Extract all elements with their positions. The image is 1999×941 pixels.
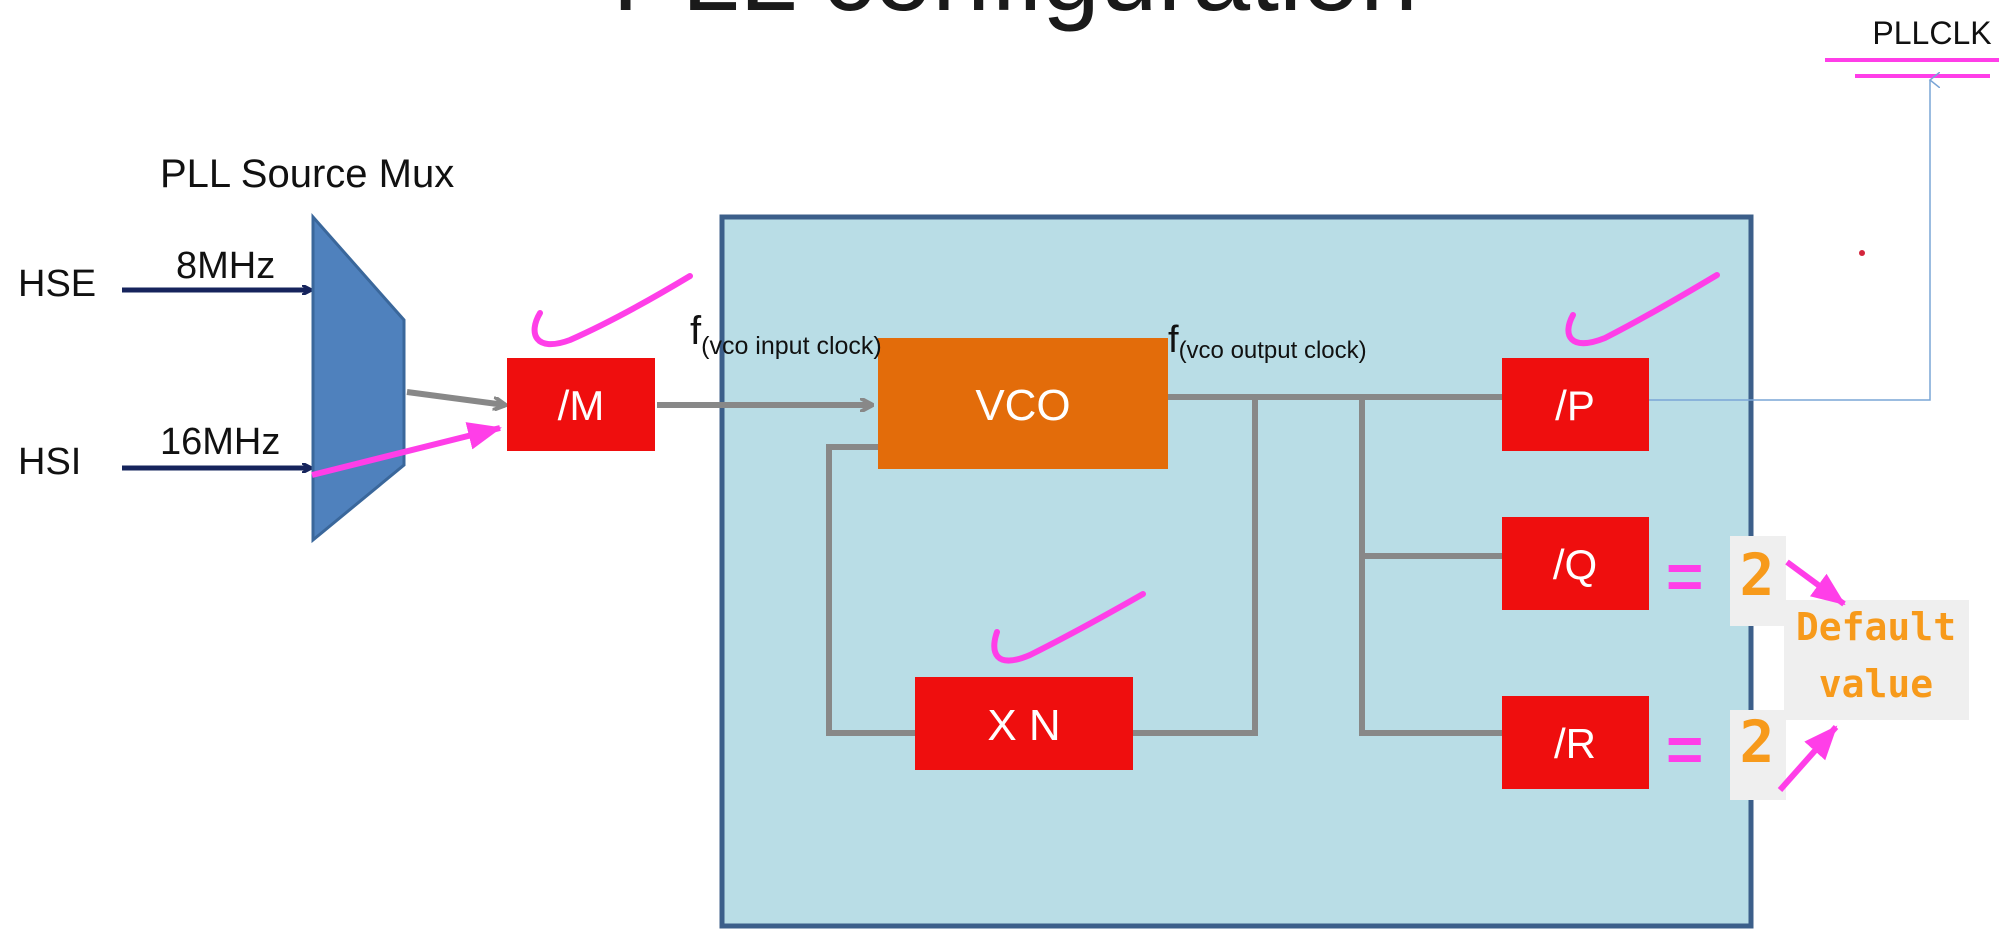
m-checkmark	[531, 273, 693, 348]
page-title: PLL configuration	[612, 0, 1418, 33]
m-divider-block	[507, 358, 655, 451]
m-divider-label: /M	[558, 382, 605, 429]
q-to-default-arrow	[1785, 559, 1846, 607]
pllclk-label: PLLCLK	[1872, 15, 1991, 51]
n-feedback-right-wire	[1133, 397, 1258, 736]
n-checkmark	[991, 591, 1146, 664]
pll-source-mux	[311, 213, 406, 544]
hse-freq-label: 8MHz	[176, 245, 275, 287]
r-to-default-arrow	[1777, 725, 1839, 792]
r-divider-block	[1502, 696, 1649, 789]
hsi-freq-label: 16MHz	[160, 421, 280, 463]
hsi-label: HSI	[18, 441, 81, 483]
vco-input-clock-label: f(vco input clock)	[690, 309, 882, 360]
n-multiplier-block	[915, 677, 1133, 770]
p-checkmark	[1565, 272, 1720, 347]
pointer-dot	[1859, 250, 1865, 256]
pqr-branch-wire	[1359, 397, 1502, 736]
default-value-box	[1784, 600, 1969, 720]
r-default-value: 2	[1740, 708, 1775, 776]
r-value-box	[1730, 710, 1786, 800]
r-equals-sign: =	[1666, 713, 1703, 785]
vco-output-clock-label: f(vco output clock)	[1168, 319, 1367, 364]
vco-feedback-left-wire	[826, 444, 915, 736]
p-divider-label: /P	[1555, 382, 1595, 429]
mux-to-m-arrow	[406, 389, 505, 405]
mux-label: PLL Source Mux	[160, 152, 454, 196]
n-multiplier-label: X N	[987, 701, 1060, 750]
p-to-pllclk-wire	[1649, 80, 1930, 401]
default-value-line2: value	[1819, 662, 1933, 706]
vco-block	[878, 338, 1168, 469]
r-divider-label: /R	[1554, 720, 1596, 767]
q-equals-sign: =	[1666, 540, 1703, 612]
q-divider-block	[1502, 517, 1649, 610]
q-divider-label: /Q	[1553, 541, 1597, 588]
default-value-line1: Default	[1796, 605, 1956, 649]
vco-label: VCO	[975, 381, 1070, 430]
hse-label: HSE	[18, 263, 96, 305]
q-default-value: 2	[1740, 541, 1775, 609]
hsi-selected-highlight-arrow	[311, 422, 502, 478]
p-divider-block	[1502, 358, 1649, 451]
q-value-box	[1730, 536, 1786, 626]
